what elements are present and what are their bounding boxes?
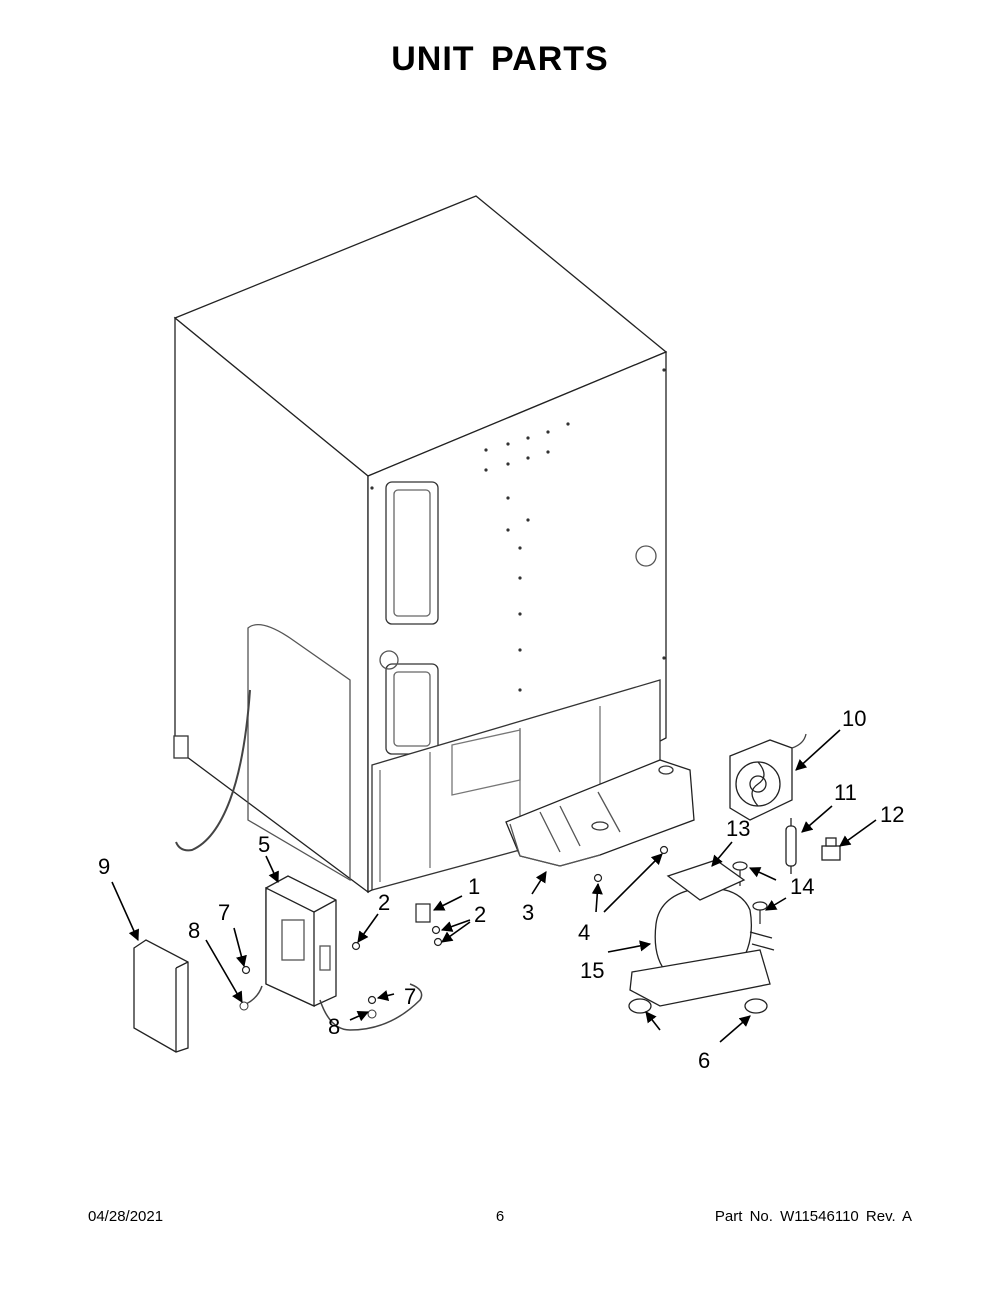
callout-12: 12	[880, 802, 904, 827]
back-panel-dots	[370, 368, 666, 692]
callout-8b: 8	[328, 1014, 340, 1039]
callout-6: 6	[698, 1048, 710, 1073]
callout-9: 9	[98, 854, 110, 879]
ring-terminal	[367, 1009, 377, 1019]
ring-terminal	[239, 1001, 249, 1011]
callout-15: 15	[580, 958, 604, 983]
cabinet	[173, 195, 668, 894]
callout-3: 3	[522, 900, 534, 925]
callout-7b: 7	[404, 984, 416, 1009]
condenser-fan	[729, 733, 807, 821]
callout-1: 1	[468, 874, 480, 899]
page-title: UNIT PARTS	[391, 40, 609, 78]
callout-10: 10	[842, 706, 866, 731]
wiring-harness	[319, 983, 423, 1031]
footer-part-number: Part No. W11546110 Rev. A	[714, 1208, 912, 1225]
control-box-cover	[133, 939, 189, 1053]
drain-pan	[505, 759, 695, 867]
callout-5: 5	[258, 832, 270, 857]
callout-4: 4	[578, 920, 590, 945]
ground-wire	[245, 985, 263, 1005]
compressor	[628, 859, 775, 1014]
leader-arrows	[111, 729, 877, 1043]
small-hardware	[241, 845, 669, 1005]
drier-clip	[821, 837, 841, 861]
callout-11: 11	[834, 780, 857, 805]
footer-page-number: 6	[495, 1208, 505, 1225]
callout-8: 8	[188, 918, 200, 943]
control-box	[265, 875, 337, 1008]
callout-2: 2	[378, 890, 390, 915]
footer-date: 04/28/2021	[88, 1208, 164, 1225]
callout-13: 13	[726, 816, 750, 841]
callout-labels: 1 2 2 3 4 5 6 7 7 8 8 9 10 11 12 13 14 1…	[98, 706, 904, 1073]
filter-drier	[785, 818, 797, 874]
callout-2b: 2	[474, 902, 486, 927]
callout-14: 14	[790, 874, 814, 899]
callout-7: 7	[218, 900, 230, 925]
